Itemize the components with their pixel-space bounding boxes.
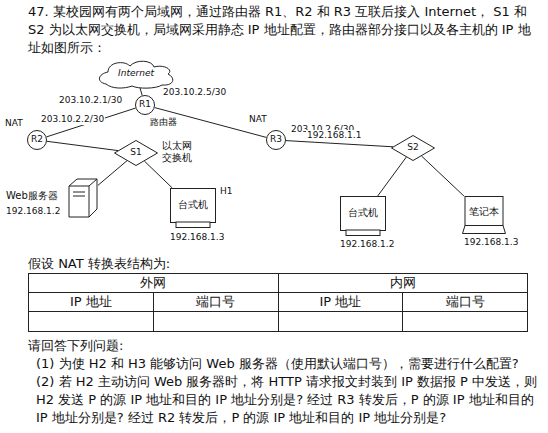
- table-cell: 内网: [278, 274, 528, 293]
- text-label: IP 地址: [70, 294, 112, 309]
- text-label: 端口号: [446, 294, 485, 309]
- text-label: IP 地址: [319, 294, 361, 309]
- node-label: 192.168.1.3: [170, 232, 224, 243]
- server-node: Web服务器192.168.1.2: [68, 178, 98, 218]
- table-row: IP 地址 端口号 IP 地址 端口号: [29, 293, 528, 312]
- circle-node: R2: [27, 130, 47, 150]
- table-row: 外网 内网: [29, 274, 528, 293]
- text-label: (1) 为使 H2 和 H3 能够访问 Web 服务器（使用默认端口号），需要进…: [36, 355, 542, 373]
- text-label: NAT: [4, 118, 24, 129]
- table-cell: [278, 312, 403, 332]
- network-link: [286, 141, 393, 147]
- desktop-box: [171, 189, 216, 223]
- circle-node: R3: [266, 130, 286, 150]
- table-cell: IP 地址: [29, 293, 154, 312]
- diamond-node: S1以太网交换机: [114, 140, 158, 166]
- desktop-base: [176, 222, 210, 228]
- laptop-screen: [465, 197, 503, 226]
- table-cell: [403, 312, 528, 332]
- server-slot: [73, 196, 85, 197]
- diamond-node: S2: [391, 135, 435, 161]
- desktop-node: 台式机H1192.168.1.3: [170, 188, 216, 228]
- laptop-node: 笔记本192.168.1.3: [462, 196, 506, 234]
- node-label: 台式机: [348, 207, 378, 219]
- cloud-node: Internet: [98, 60, 174, 88]
- network-link: [98, 161, 127, 186]
- network-link: [144, 161, 172, 188]
- table-row: [29, 312, 528, 332]
- text-label: 请回答下列问题:: [28, 337, 123, 355]
- text-label: 端口号: [196, 294, 235, 309]
- node-label: 192.168.1.3: [464, 237, 518, 248]
- server-outline: [68, 178, 98, 218]
- text-label: 203.10.2.2/30: [40, 114, 105, 125]
- switch-diamond: [115, 141, 158, 166]
- server-slot: [73, 192, 85, 193]
- table-cell: [29, 312, 154, 332]
- node-label: H1: [220, 186, 233, 197]
- text-label: 内网: [390, 275, 416, 290]
- text-label: 假设 NAT 转换表结构为:: [28, 255, 170, 273]
- router-circle: [136, 96, 155, 115]
- text-label: 203.10.2.1/30: [58, 95, 123, 106]
- node-label: R1: [139, 99, 151, 110]
- node-label: 台式机: [178, 199, 208, 211]
- text-label: (2) 若 H2 主动访问 Web 服务器时，将 HTTP 请求报文封装到 IP…: [36, 373, 542, 427]
- node-label: 192.168.1.2: [6, 206, 60, 217]
- desktop-node: 台式机192.168.1.2: [340, 196, 386, 236]
- table-cell: [153, 312, 278, 332]
- switch-diamond: [392, 136, 435, 161]
- router-circle: [267, 131, 286, 150]
- desktop-box: [341, 197, 386, 231]
- table-cell: 外网: [29, 274, 279, 293]
- node-label: 路由器: [150, 117, 177, 128]
- network-link: [140, 88, 142, 96]
- laptop-base: [463, 226, 506, 234]
- text-label: 外网: [140, 275, 166, 290]
- network-link: [47, 141, 118, 150]
- node-label: S1: [130, 147, 141, 158]
- text-label: 203.10.2.5/30: [162, 87, 227, 98]
- node-label: 192.168.1.2: [340, 239, 394, 250]
- network-link: [378, 157, 407, 196]
- node-label: R3: [270, 134, 282, 145]
- nat-table: 外网 内网 IP 地址 端口号 IP 地址 端口号: [28, 273, 528, 332]
- table-cell: IP 地址: [278, 293, 403, 312]
- table-cell: 端口号: [153, 293, 278, 312]
- circle-node: R1路由器: [135, 95, 155, 115]
- text-label: 192.168.1.1: [306, 130, 362, 141]
- node-label: Web服务器: [6, 190, 58, 202]
- node-label: S2: [407, 142, 418, 153]
- network-link: [422, 156, 464, 196]
- node-label: 以太网交换机: [162, 140, 194, 164]
- router-circle: [28, 131, 47, 150]
- text-label: NAT: [248, 114, 268, 125]
- node-label: R2: [31, 134, 43, 145]
- cloud-outline: [99, 61, 172, 88]
- desktop-base: [346, 230, 380, 236]
- server-box: [69, 179, 97, 217]
- text-label: 47. 某校园网有两个局域网，通过路由器 R1、R2 和 R3 互联后接入 In…: [28, 3, 540, 57]
- node-label: 笔记本: [469, 206, 499, 218]
- table-cell: 端口号: [403, 293, 528, 312]
- server-edge: [69, 179, 97, 217]
- node-label: Internet: [118, 68, 154, 79]
